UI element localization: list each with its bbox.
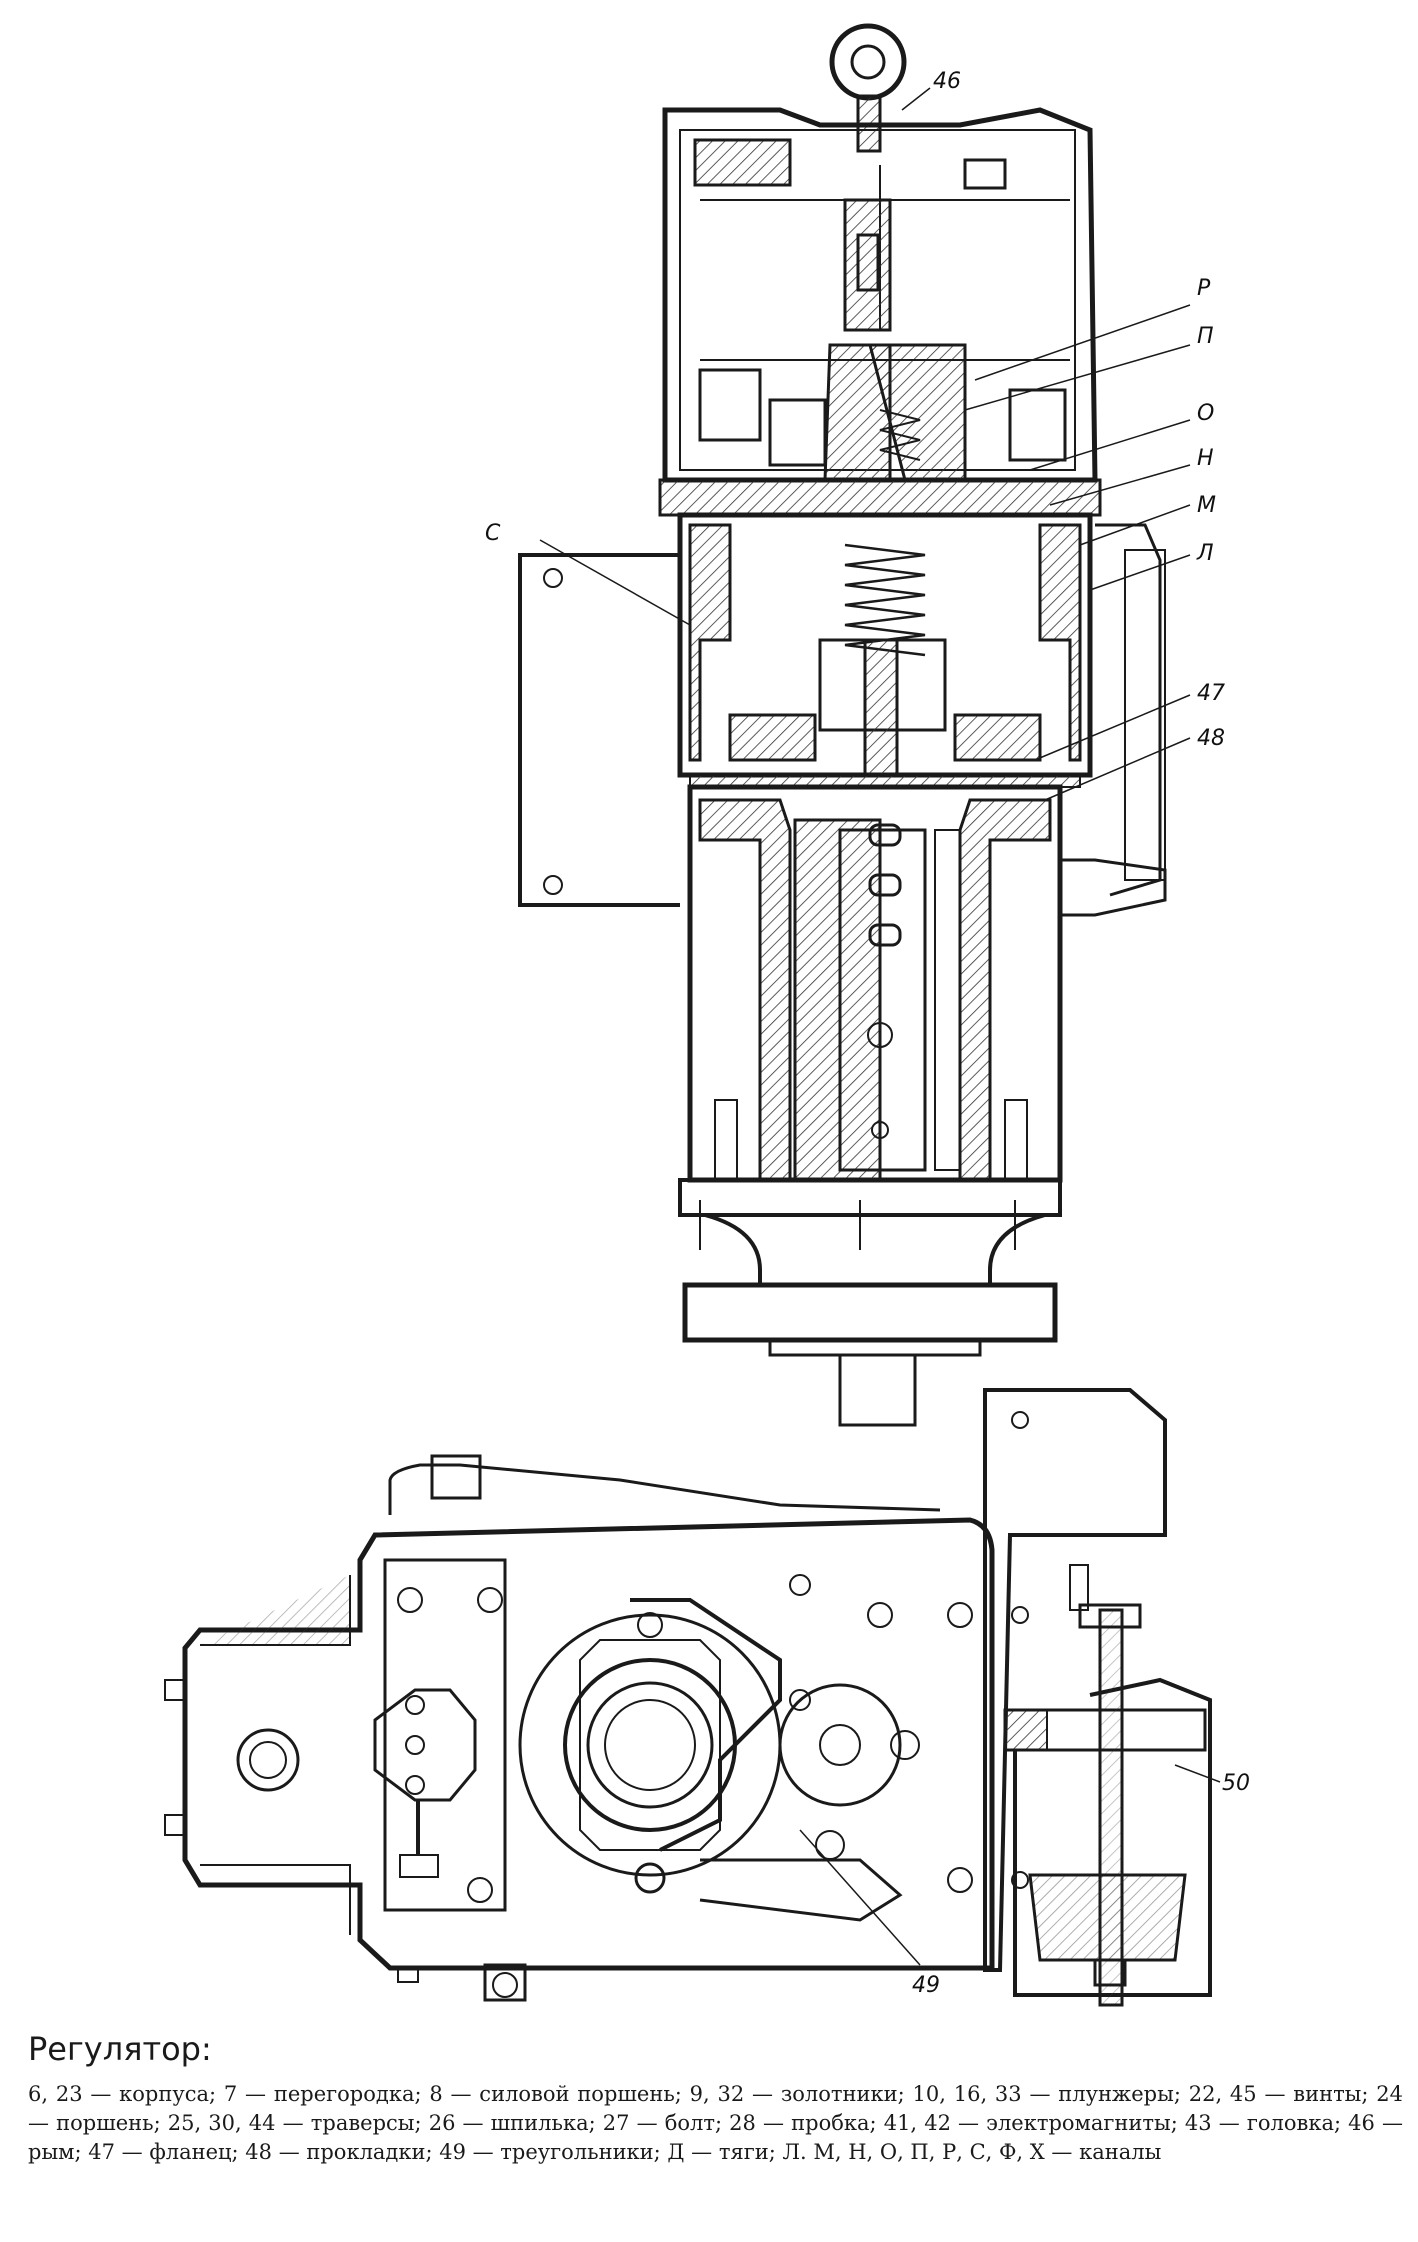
label-49: 49 [912, 1973, 940, 1998]
leader-lines [539, 87, 1221, 1966]
lower-cylinder-housing [687, 784, 1167, 1183]
label-50: 50 [1222, 1771, 1250, 1796]
caption-body: 6, 23 — корпуса; 7 — перегородка; 8 — си… [28, 2082, 1403, 2164]
regulator-drawing: 46 Р П О Н М Л С 47 48 50 49 [164, 23, 1250, 2007]
bottom-assembly [164, 1388, 1212, 2007]
partition-plate [658, 478, 1102, 517]
figure-caption: Регулятор: 6, 23 — корпуса; 7 — перегоро… [28, 2030, 1403, 2167]
label-46: 46 [933, 69, 961, 94]
top-assembly [518, 23, 1167, 1427]
label-P: П [1197, 324, 1214, 349]
label-N: Н [1197, 446, 1214, 471]
label-L: Л [1196, 541, 1214, 566]
label-S: С [485, 521, 501, 546]
callout-labels: 46 Р П О Н М Л С 47 48 50 49 [485, 69, 1250, 1998]
label-48: 48 [1197, 726, 1225, 751]
caption-title: Регулятор: [28, 2030, 212, 2068]
middle-housing [518, 512, 1166, 907]
lifting-eye [829, 23, 907, 153]
plan-housing [182, 1517, 995, 1971]
label-O: О [1197, 401, 1214, 426]
label-R: Р [1197, 276, 1211, 301]
upper-housing [662, 107, 1098, 483]
label-47: 47 [1197, 681, 1225, 706]
label-M: М [1197, 493, 1216, 518]
base [678, 1178, 1062, 1427]
